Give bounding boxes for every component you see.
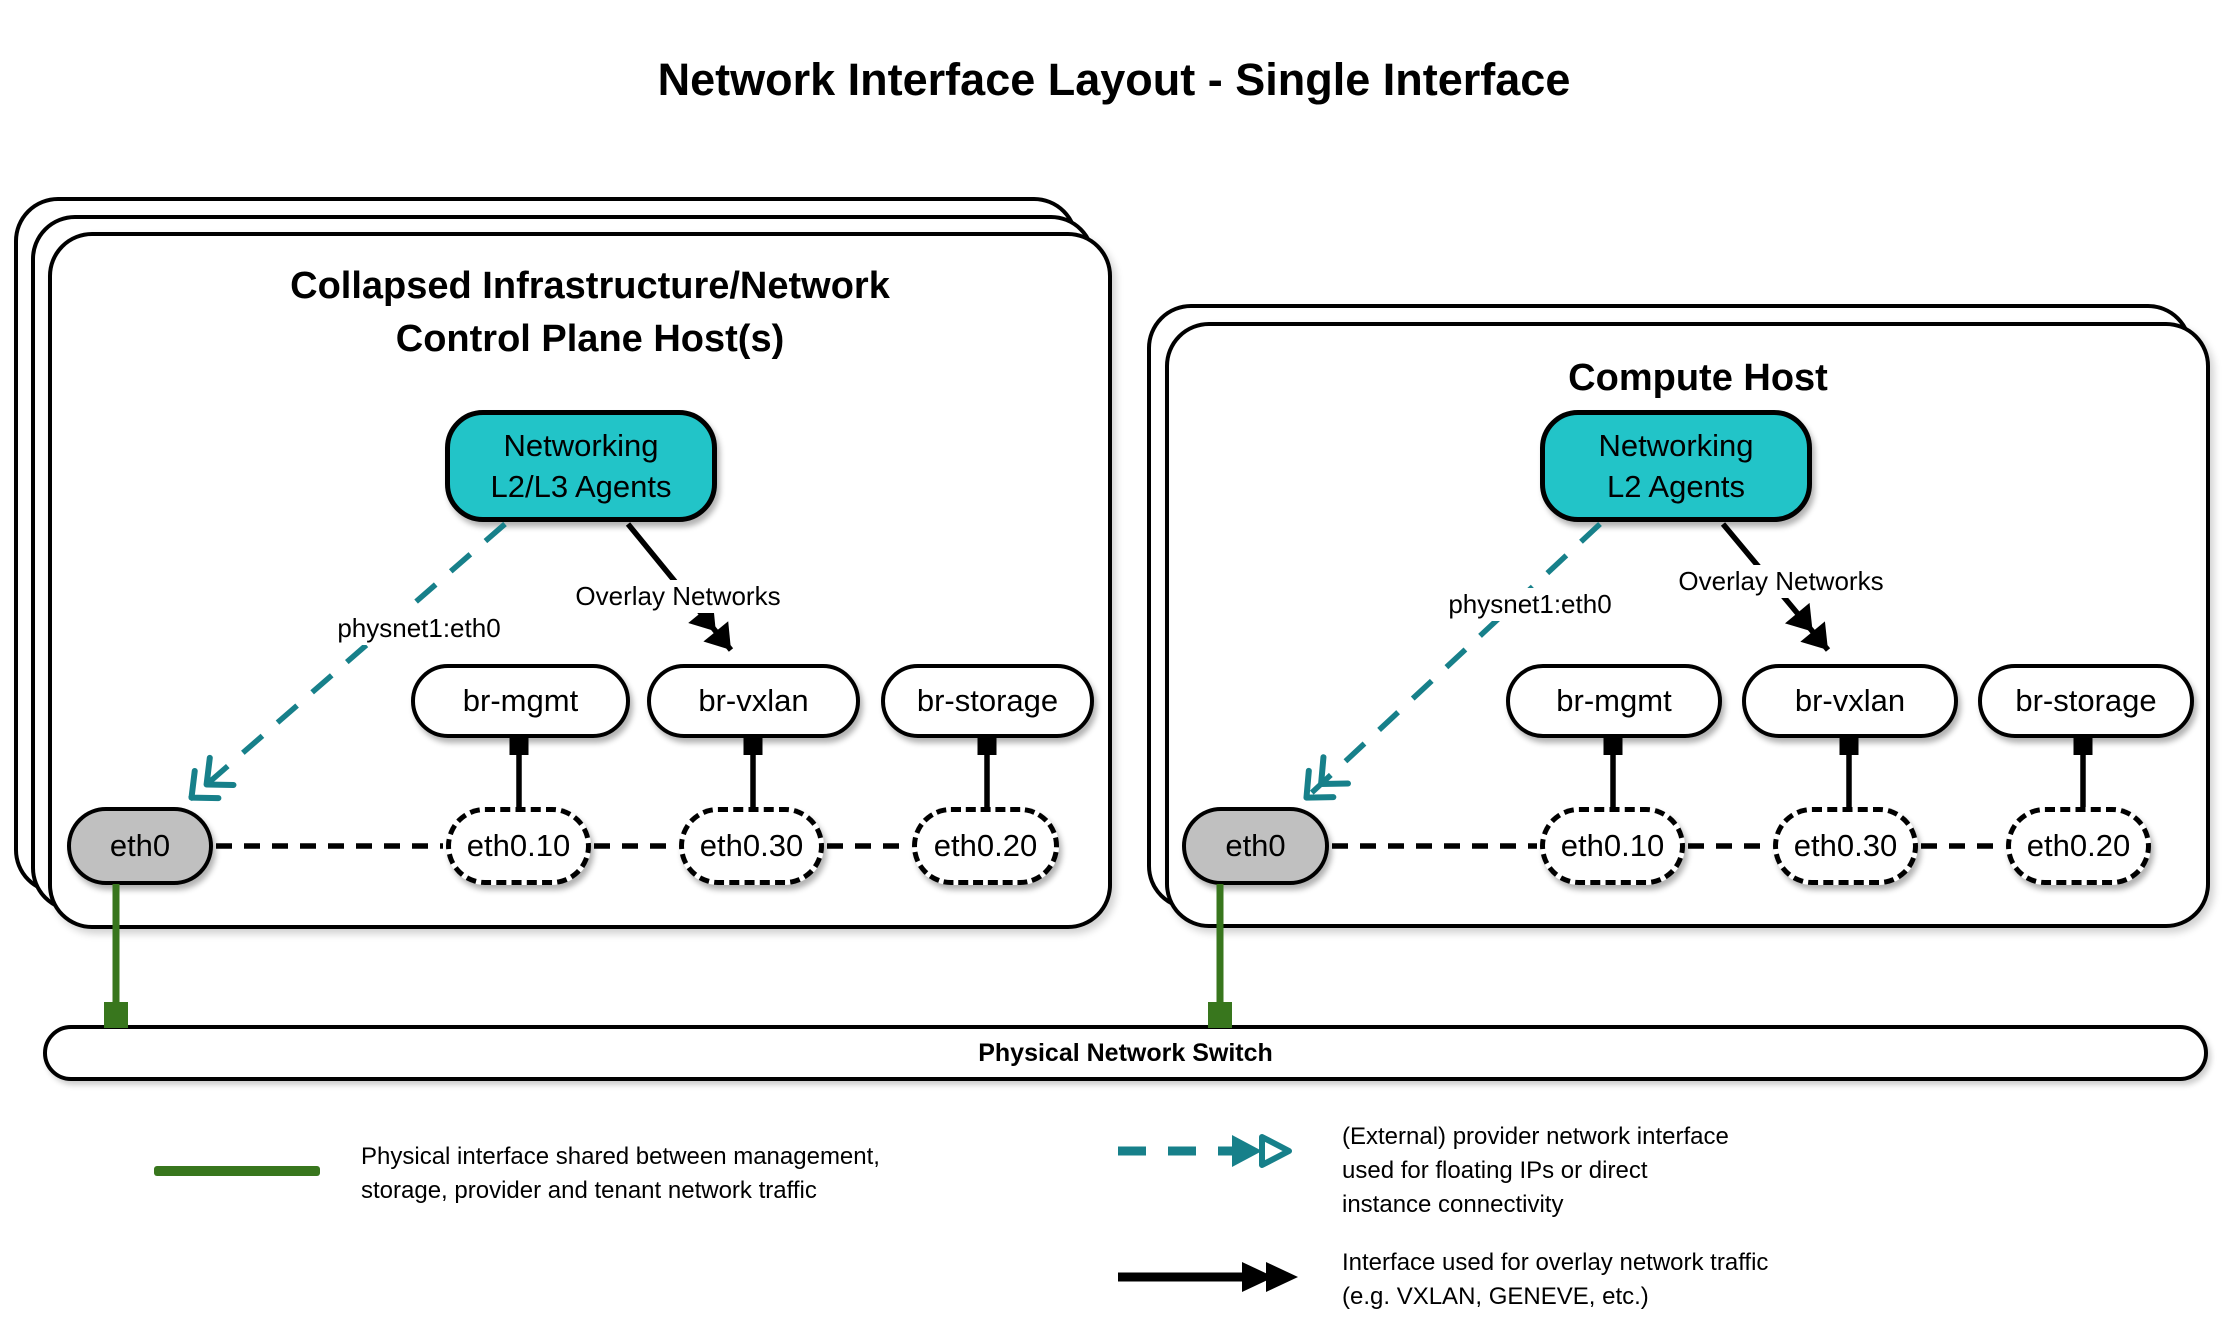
node-compute-eth0: eth0 (1182, 807, 1329, 885)
node-control-eth0-10: eth0.10 (446, 807, 591, 885)
control-overlay-networks-label: Overlay Networks (568, 580, 788, 613)
compute-provider-network-label: physnet1:eth0 (1431, 588, 1629, 621)
node-compute-br-storage: br-storage (1978, 664, 2194, 738)
node-control-br-mgmt: br-mgmt (411, 664, 630, 738)
physical-network-switch: Physical Network Switch (43, 1025, 2208, 1081)
compute-host-title: Compute Host (1568, 357, 1828, 399)
control-provider-network-label: physnet1:eth0 (320, 612, 518, 645)
node-control-eth0-20: eth0.20 (912, 807, 1059, 885)
legend-physical-text: Physical interface shared between manage… (361, 1143, 880, 1204)
node-compute-eth0-20: eth0.20 (2006, 807, 2151, 885)
control-host-title-line1: Collapsed Infrastructure/Network (290, 265, 890, 307)
control-host-title: Collapsed Infrastructure/Network Control… (170, 260, 1010, 366)
legend-overlay-text: Interface used for overlay network traff… (1342, 1249, 1769, 1310)
node-compute-eth0-10: eth0.10 (1540, 807, 1685, 885)
page-title: Network Interface Layout - Single Interf… (657, 54, 1571, 105)
overlay-arrow-swatch (1118, 1262, 1298, 1292)
physical-network-switch-label: Physical Network Switch (978, 1038, 1273, 1067)
node-control-networking-agents: Networking L2/L3 Agents (445, 410, 717, 522)
physical-line-swatch (154, 1166, 320, 1176)
node-compute-networking-agents: Networking L2 Agents (1540, 410, 1812, 522)
node-compute-br-vxlan: br-vxlan (1742, 664, 1958, 738)
legend-provider-text: (External) provider network interface us… (1342, 1123, 1729, 1218)
node-control-eth0-30: eth0.30 (679, 807, 824, 885)
compute-overlay-networks-label: Overlay Networks (1671, 565, 1891, 598)
node-compute-br-mgmt: br-mgmt (1506, 664, 1722, 738)
node-compute-eth0-30: eth0.30 (1773, 807, 1918, 885)
node-control-br-vxlan: br-vxlan (647, 664, 860, 738)
node-control-br-storage: br-storage (881, 664, 1094, 738)
provider-arrow-swatch (1118, 1134, 1292, 1168)
control-host-title-line2: Control Plane Host(s) (395, 318, 785, 360)
node-control-eth0: eth0 (67, 807, 213, 885)
